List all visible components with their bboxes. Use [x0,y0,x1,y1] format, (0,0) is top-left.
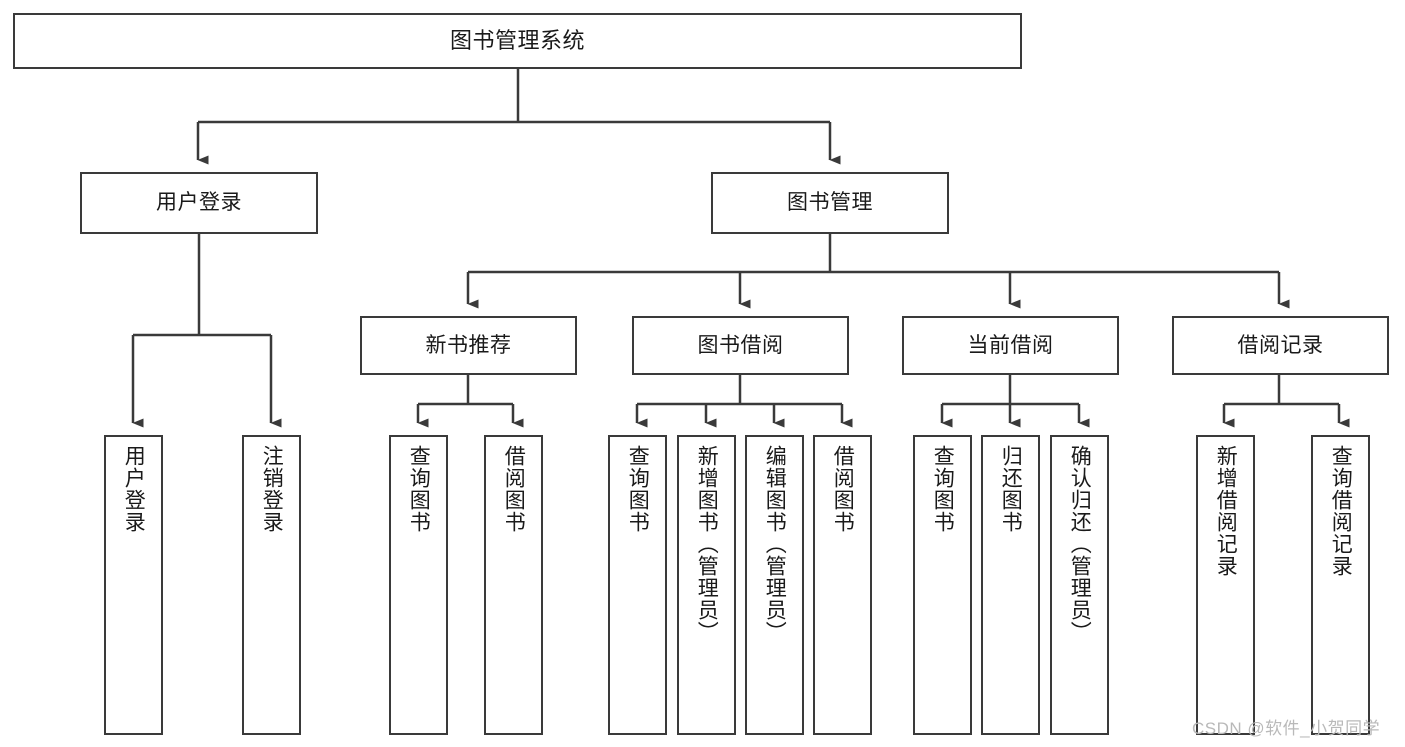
node-borrow-record-label: 借阅记录 [1237,333,1324,357]
leaf-add-borrow-record-label: 新增借阅记录 [1214,445,1238,577]
node-book-management[interactable]: 图书管理 [711,172,949,234]
leaf-add-borrow-record[interactable]: 新增借阅记录 [1196,435,1255,735]
root-library-management-system[interactable]: 图书管理系统 [13,13,1022,69]
leaf-confirm-return-admin-label: 确认归还（管理员） [1068,445,1092,643]
leaf-user-login-label: 用户登录 [122,445,146,533]
leaf-query-borrow-record-label: 查询借阅记录 [1329,445,1353,577]
leaf-add-book-admin[interactable]: 新增图书（管理员） [677,435,736,735]
node-current-borrow-label: 当前借阅 [967,333,1054,357]
node-borrow-record[interactable]: 借阅记录 [1172,316,1389,375]
leaf-query-book-current-label: 查询图书 [931,445,955,533]
leaf-borrow-book-label: 借阅图书 [831,445,855,533]
leaf-borrow-book-recommend-label: 借阅图书 [502,445,526,533]
leaf-return-book-label: 归还图书 [999,445,1023,533]
node-user-login-label: 用户登录 [156,191,242,215]
csdn-watermark: CSDN @软件_小贺同学 [1192,719,1381,738]
leaf-add-book-admin-label: 新增图书（管理员） [695,445,719,643]
leaf-query-book-borrow-label: 查询图书 [626,445,650,533]
node-book-borrow-label: 图书借阅 [697,333,784,357]
leaf-query-book-recommend[interactable]: 查询图书 [389,435,448,735]
leaf-edit-book-admin-label: 编辑图书（管理员） [763,445,787,643]
leaf-logout[interactable]: 注销登录 [242,435,301,735]
leaf-confirm-return-admin[interactable]: 确认归还（管理员） [1050,435,1109,735]
leaf-query-book-current[interactable]: 查询图书 [913,435,972,735]
leaf-user-login[interactable]: 用户登录 [104,435,163,735]
leaf-borrow-book[interactable]: 借阅图书 [813,435,872,735]
node-book-borrow[interactable]: 图书借阅 [632,316,849,375]
leaf-return-book[interactable]: 归还图书 [981,435,1040,735]
node-user-login[interactable]: 用户登录 [80,172,318,234]
node-new-book-recommend[interactable]: 新书推荐 [360,316,577,375]
node-book-management-label: 图书管理 [787,191,873,215]
root-label: 图书管理系统 [449,27,585,53]
leaf-edit-book-admin[interactable]: 编辑图书（管理员） [745,435,804,735]
node-current-borrow[interactable]: 当前借阅 [902,316,1119,375]
leaf-query-book-borrow[interactable]: 查询图书 [608,435,667,735]
leaf-query-book-recommend-label: 查询图书 [407,445,431,533]
leaf-query-borrow-record[interactable]: 查询借阅记录 [1311,435,1370,735]
node-new-book-recommend-label: 新书推荐 [425,333,512,357]
leaf-logout-label: 注销登录 [260,445,284,533]
leaf-borrow-book-recommend[interactable]: 借阅图书 [484,435,543,735]
